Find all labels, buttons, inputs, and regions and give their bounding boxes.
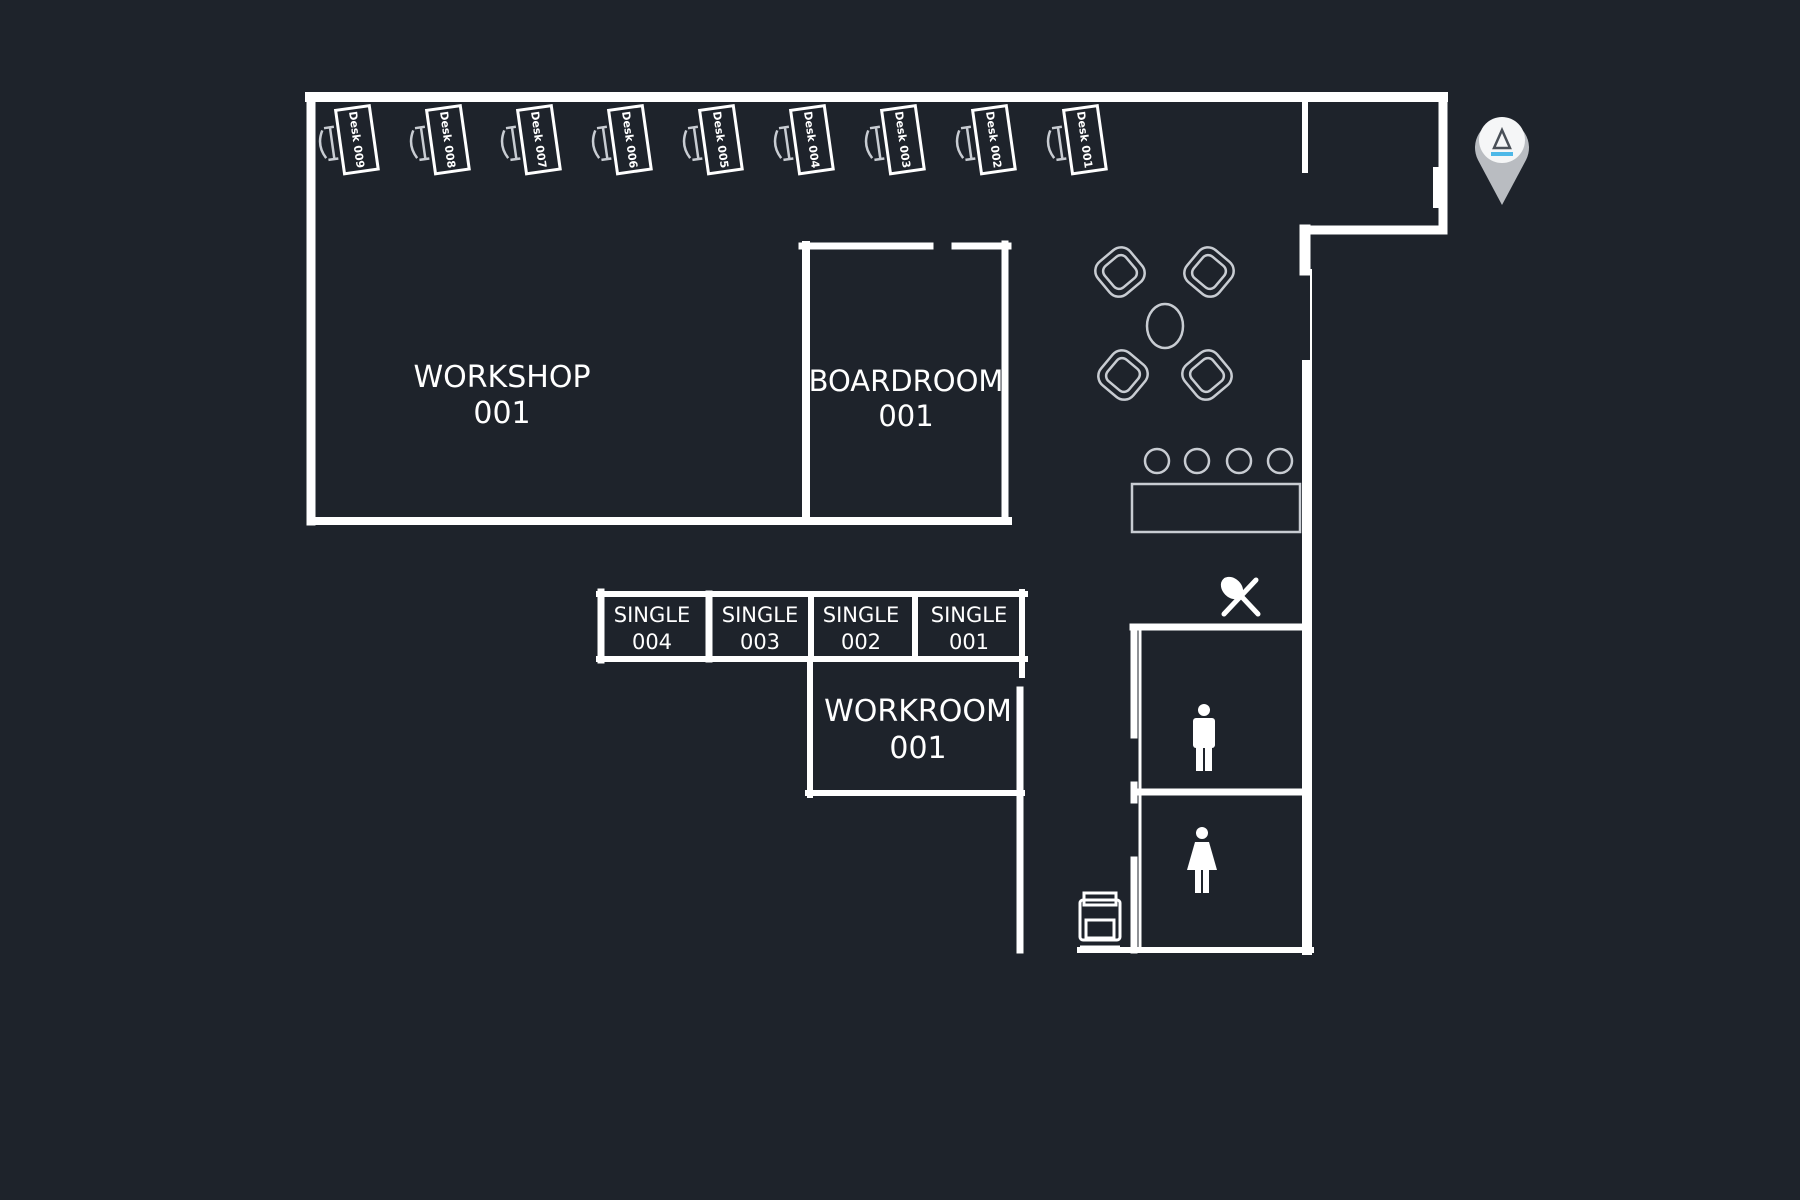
location-pin-icon[interactable] [1475,117,1529,205]
workroom-room[interactable]: WORKROOM 001 [824,694,1012,766]
desk[interactable]: Desk 008 [407,103,471,177]
desk[interactable]: Desk 006 [589,103,653,177]
chair-icon [773,125,794,162]
desk-label: Desk 005 [710,111,731,170]
desk[interactable]: Desk 001 [1044,103,1108,177]
singles-walls [596,588,1028,954]
restroom-walls [1129,623,1311,954]
lounge-furniture [1094,246,1235,401]
single-002-name: SINGLE [823,603,899,627]
desk[interactable]: Desk 002 [953,103,1017,177]
single-001-number: 001 [949,630,989,654]
desk-surface [515,103,562,176]
desk[interactable]: Desk 007 [498,103,562,177]
workshop-room[interactable]: WORKSHOP 001 [413,360,590,431]
single-004-name: SINGLE [614,603,690,627]
desk[interactable]: Desk 004 [771,103,835,177]
boardroom-name: BOARDROOM [809,364,1004,398]
chair-icon [409,125,430,162]
chair-icon [591,125,612,162]
workroom-name: WORKROOM [824,694,1012,729]
single-003-name: SINGLE [722,603,798,627]
boardroom-room[interactable]: BOARDROOM 001 [809,364,1004,433]
female-restroom-icon [1187,827,1217,893]
single-001-name: SINGLE [931,603,1007,627]
chair-icon [682,125,703,162]
desk-row: Desk 009 Desk 008 Desk 007 Desk 006 Desk 005… [316,103,1108,177]
single-002-number: 002 [841,630,881,654]
chair-icon [955,125,976,162]
desk-surface [606,103,653,176]
desk-surface [333,103,380,176]
building-walls [305,92,1448,955]
single-004-number: 004 [632,630,672,654]
desk[interactable]: Desk 005 [680,103,744,177]
boardroom-walls [798,240,1012,525]
workshop-number: 001 [473,396,530,431]
desk-label: Desk 006 [619,111,640,170]
desk[interactable]: Desk 009 [316,103,380,177]
desk-surface [1061,103,1108,176]
desk-label: Desk 002 [983,111,1004,170]
desk-surface [697,103,744,176]
desk-label: Desk 008 [437,111,458,170]
chair-icon [1046,125,1067,162]
desk-label: Desk 007 [528,111,549,170]
chair-icon [864,125,885,162]
desk-surface [970,103,1017,176]
single-room-002[interactable]: SINGLE 002 [823,603,899,654]
single-003-number: 003 [740,630,780,654]
workroom-number: 001 [889,731,946,766]
single-room-003[interactable]: SINGLE 003 [722,603,798,654]
chair-icon [500,125,521,162]
desk-label: Desk 004 [801,111,822,170]
chair-icon [318,125,339,162]
desk-surface [879,103,926,176]
desk-label: Desk 001 [1074,111,1095,170]
printer-icon [1078,891,1122,949]
desk[interactable]: Desk 003 [862,103,926,177]
boardroom-number: 001 [878,399,933,433]
kitchen-counter [1130,447,1302,534]
workshop-name: WORKSHOP [413,360,590,395]
single-room-004[interactable]: SINGLE 004 [614,603,690,654]
fork-knife-icon [1220,576,1261,617]
single-room-001[interactable]: SINGLE 001 [931,603,1007,654]
desk-surface [424,103,471,176]
desk-label: Desk 003 [892,111,913,170]
desk-surface [788,103,835,176]
male-restroom-icon [1189,704,1219,771]
desk-label: Desk 009 [346,111,367,170]
